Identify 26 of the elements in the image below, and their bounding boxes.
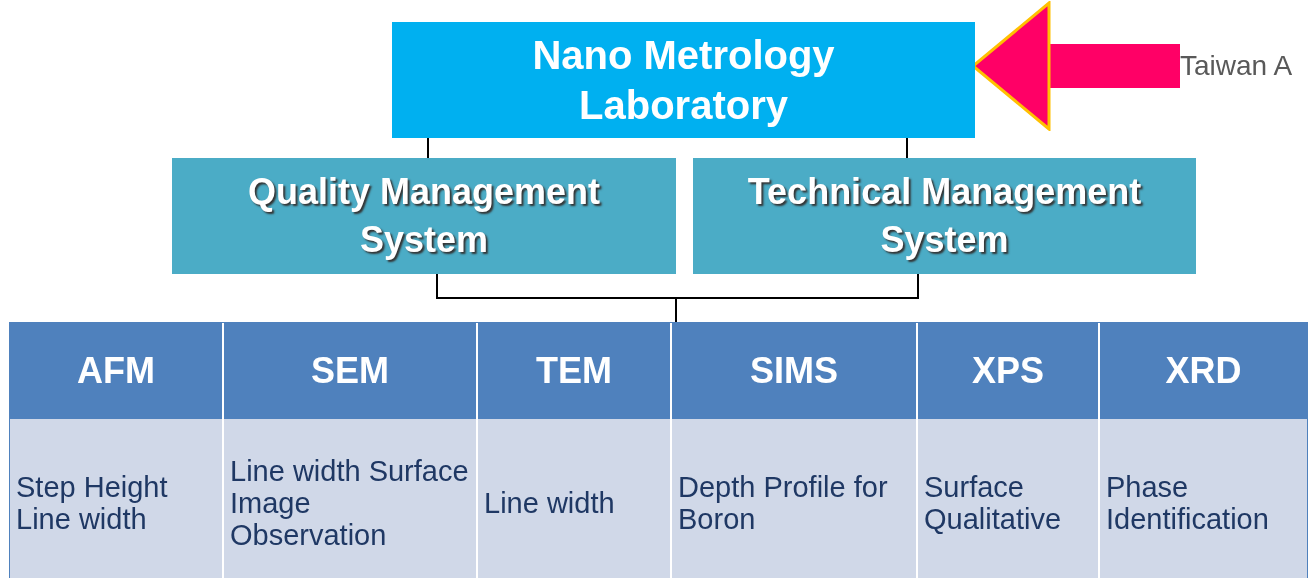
connector-line (675, 273, 919, 324)
source-text: Taiwan A (1180, 50, 1308, 84)
table-column (10, 323, 222, 578)
table-column (224, 323, 476, 578)
lab-box: Nano Metrology Laboratory (392, 22, 975, 138)
table-column (1100, 323, 1307, 578)
column-header: XRD (1100, 323, 1307, 419)
column-header: TEM (478, 323, 670, 419)
connector-line (427, 137, 429, 159)
cell-text: Line width Surface Image Observation (230, 454, 470, 551)
cell-text: Phase Identification (1106, 470, 1270, 535)
cell-text: Depth Profile for Boron (678, 470, 889, 535)
table-column (672, 323, 916, 578)
cell-text: Step Height Line width (16, 470, 169, 535)
table-column (478, 323, 670, 578)
column-header: SEM (224, 323, 476, 419)
system-box: Quality Management System (172, 158, 676, 274)
table-frame (10, 323, 1307, 578)
table-column (918, 323, 1098, 578)
connector-line (906, 137, 908, 159)
column-header: XPS (918, 323, 1098, 419)
system-box: Technical Management System (693, 158, 1196, 274)
column-header: SIMS (672, 323, 916, 419)
cell-text: Surface Qualitative (924, 470, 1062, 535)
cell-text: Line width (484, 486, 615, 519)
column-header: AFM (10, 323, 222, 419)
